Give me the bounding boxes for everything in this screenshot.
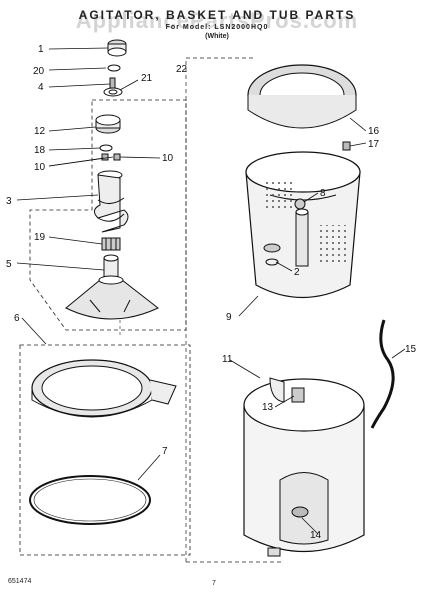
part-agitator-base — [65, 254, 159, 320]
callout-8: 8 — [320, 188, 326, 199]
color-line: (White) — [205, 33, 229, 40]
part-dogs-cam — [95, 114, 121, 134]
callout-labels: 1 20 4 21 22 12 18 10 10 3 19 5 6 7 16 1… — [6, 44, 417, 541]
callout-7: 7 — [162, 446, 168, 457]
leader-lines — [16, 47, 406, 535]
part-screw — [342, 141, 351, 151]
assembly-guide — [185, 57, 256, 562]
callout-4: 4 — [38, 82, 44, 93]
callout-1: 1 — [38, 44, 44, 55]
callout-15: 15 — [405, 344, 417, 355]
callout-2: 2 — [294, 267, 300, 278]
callout-14: 14 — [310, 530, 322, 541]
part-spanner-nut — [263, 243, 281, 266]
callout-11: 11 — [222, 354, 233, 365]
callout-9: 9 — [226, 312, 232, 323]
part-agitator-cap — [107, 39, 127, 57]
callout-10-left: 10 — [34, 162, 46, 173]
callout-20: 20 — [33, 66, 45, 77]
callout-12: 12 — [34, 126, 46, 137]
callout-3: 3 — [6, 196, 12, 207]
part-seal — [107, 64, 121, 72]
callout-16: 16 — [368, 126, 380, 137]
callout-5: 5 — [6, 259, 12, 270]
group-box-6 — [19, 344, 191, 556]
part-tub-strap — [370, 319, 395, 429]
part-washer — [103, 87, 123, 97]
part-basket — [245, 151, 361, 298]
callout-6: 6 — [14, 313, 20, 324]
part-bolt — [109, 77, 116, 89]
watermark: AppliancePartsPros.com — [75, 8, 359, 33]
part-outer-tub — [243, 377, 365, 557]
part-auger — [94, 170, 129, 233]
callout-17: 17 — [368, 139, 380, 150]
callout-21: 21 — [141, 73, 153, 84]
figure-number: 651474 — [8, 578, 32, 585]
callout-22: 22 — [176, 64, 188, 75]
diagram-title: AGITATOR, BASKET AND TUB PARTS — [78, 8, 356, 22]
callout-19: 19 — [34, 232, 46, 243]
part-balance-ring — [247, 64, 357, 129]
part-spring — [99, 144, 113, 152]
callout-10-right: 10 — [162, 153, 174, 164]
part-tub-seal — [29, 475, 151, 525]
page-number: 7 — [212, 580, 216, 587]
model-line: For Model: LSN2000HQ0 — [165, 24, 269, 31]
part-coupler — [101, 237, 121, 251]
part-tub-ring — [31, 359, 177, 418]
callout-18: 18 — [34, 145, 46, 156]
callout-13: 13 — [262, 402, 274, 413]
